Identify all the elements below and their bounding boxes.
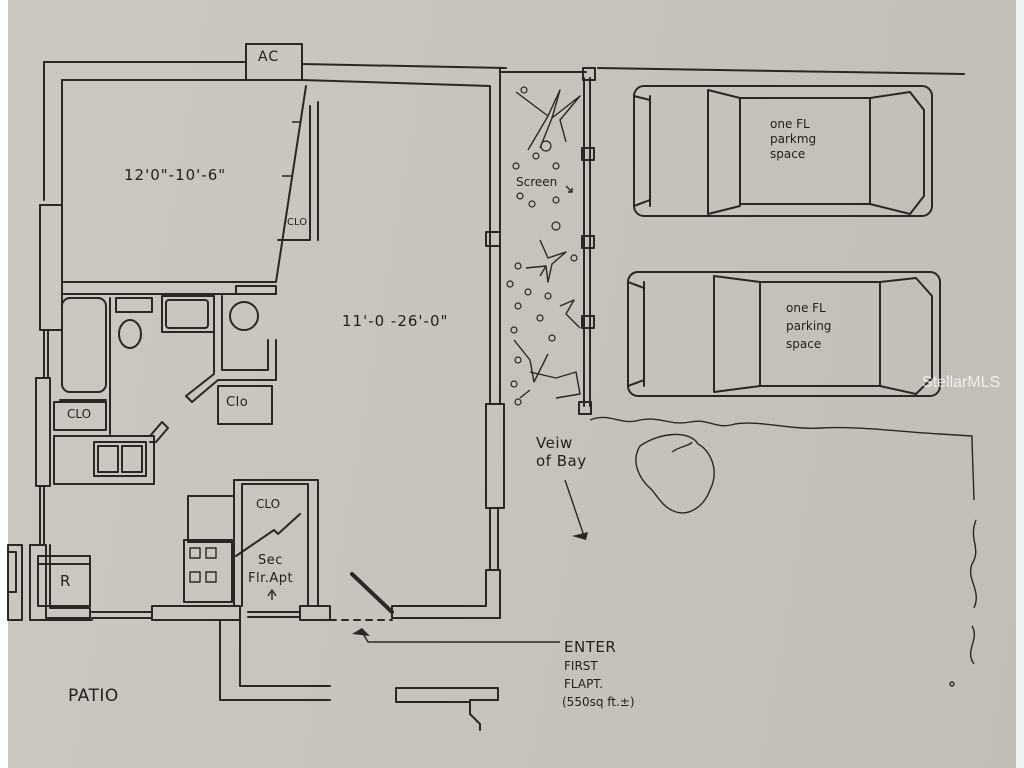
stairs-label-line2: Flr.Apt — [248, 571, 294, 586]
stair-closet-label: CLO — [256, 497, 281, 511]
exterior-walls — [7, 43, 507, 731]
image-border — [1016, 0, 1024, 768]
parking-1-line1: one FL — [770, 117, 810, 131]
bath-closet-label: CLO — [67, 407, 92, 421]
stairs-and-kitchen — [37, 479, 319, 607]
view-label-line1: Veiw — [536, 434, 573, 452]
entry-label-line3: FLAPT. — [564, 677, 604, 691]
annotation-arrows — [352, 479, 588, 643]
landscaping — [589, 416, 977, 687]
parking-2-line1: one FL — [786, 301, 826, 315]
stairs-label-line1: Sec — [258, 553, 283, 568]
view-label-line2: of Bay — [536, 452, 587, 470]
bedroom-closet-label: CLO — [287, 217, 308, 228]
screened-planter — [485, 67, 596, 415]
parking-1-line3: space — [770, 147, 806, 161]
floor-plan-sheet — [8, 0, 1016, 768]
bedroom — [61, 85, 319, 295]
entry-label-line1: ENTER — [564, 638, 617, 656]
parking-2-line3: space — [786, 337, 822, 351]
bedroom-dimensions: 12'0"-10'-6" — [124, 166, 227, 184]
parking-2-line2: parking — [786, 319, 832, 333]
entry-label-line4: (550sq ft.±) — [562, 695, 635, 709]
screen-label: Screen — [516, 175, 558, 189]
bathroom — [53, 295, 277, 485]
ac-unit-label: AC — [258, 49, 280, 65]
living-room-dimensions: 11'-0 -26'-0" — [342, 312, 449, 330]
patio-label: PATIO — [68, 686, 119, 706]
hall-closet-label: Clo — [226, 395, 249, 410]
parking-area — [597, 67, 965, 397]
parking-1-line2: parkmg — [770, 132, 817, 146]
mls-watermark: StellarMLS — [922, 374, 1001, 391]
refrigerator-label: R — [60, 572, 71, 590]
entry-label-line2: FIRST — [564, 659, 598, 673]
